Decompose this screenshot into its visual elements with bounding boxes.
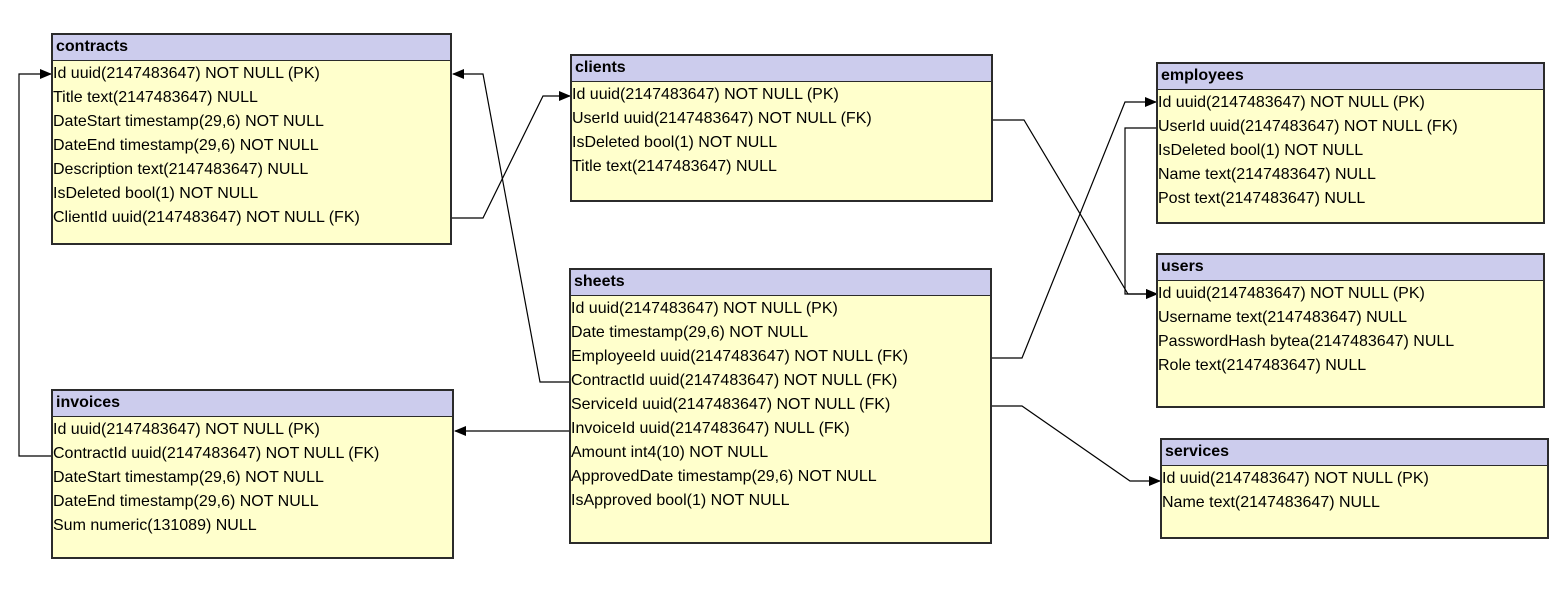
- table-columns-users: Id uuid(2147483647) NOT NULL (PK) Usernam…: [1158, 281, 1543, 378]
- column-row: Name text(2147483647) NULL: [1162, 494, 1380, 511]
- link-sheets-serviceid-to-services-id: [991, 405, 1161, 486]
- column-row: UserId uuid(2147483647) NOT NULL (FK): [1158, 118, 1458, 135]
- column-row: Title text(2147483647) NULL: [53, 89, 258, 106]
- table-contracts[interactable]: contracts Id uuid(2147483647) NOT NULL (…: [51, 33, 452, 245]
- column-row: PasswordHash bytea(2147483647) NULL: [1158, 333, 1455, 350]
- column-row: DateEnd timestamp(29,6) NOT NULL: [53, 137, 319, 154]
- column-row: Name text(2147483647) NULL: [1158, 166, 1376, 183]
- link-clients-userid-to-users-id: [993, 119, 1158, 299]
- column-row: ContractId uuid(2147483647) NOT NULL (FK…: [53, 445, 380, 462]
- table-title-employees: employees: [1158, 64, 1543, 90]
- column-row: Sum numeric(131089) NULL: [53, 517, 257, 534]
- column-row: DateStart timestamp(29,6) NOT NULL: [53, 113, 324, 130]
- column-row: ApprovedDate timestamp(29,6) NOT NULL: [571, 468, 877, 485]
- table-title-services: services: [1162, 440, 1547, 466]
- column-row: Username text(2147483647) NULL: [1158, 309, 1408, 326]
- column-row: UserId uuid(2147483647) NOT NULL (FK): [572, 110, 872, 127]
- table-title-sheets: sheets: [571, 270, 990, 296]
- column-row: DateStart timestamp(29,6) NOT NULL: [53, 469, 324, 486]
- column-row: Id uuid(2147483647) NOT NULL (PK): [572, 86, 839, 103]
- column-row: ServiceId uuid(2147483647) NOT NULL (FK): [571, 396, 891, 413]
- table-clients[interactable]: clients Id uuid(2147483647) NOT NULL (PK…: [570, 54, 993, 202]
- link-invoices-contractid-to-contracts-id: [18, 69, 52, 457]
- table-columns-invoices: Id uuid(2147483647) NOT NULL (PK) Contrac…: [53, 417, 452, 538]
- link-contracts-clientid-to-clients-id: [452, 91, 571, 219]
- link-employees-userid-to-users-id: [1124, 127, 1158, 299]
- column-row: Id uuid(2147483647) NOT NULL (PK): [571, 300, 838, 317]
- column-row: IsApproved bool(1) NOT NULL: [571, 492, 790, 509]
- table-title-users: users: [1158, 255, 1543, 281]
- table-columns-clients: Id uuid(2147483647) NOT NULL (PK) UserId …: [572, 82, 991, 179]
- column-row: IsDeleted bool(1) NOT NULL: [1158, 142, 1364, 159]
- table-users[interactable]: users Id uuid(2147483647) NOT NULL (PK) U…: [1156, 253, 1545, 408]
- column-row: Id uuid(2147483647) NOT NULL (PK): [53, 421, 320, 438]
- column-row: IsDeleted bool(1) NOT NULL: [53, 185, 259, 202]
- column-row: Title text(2147483647) NULL: [572, 158, 777, 175]
- column-row: Date timestamp(29,6) NOT NULL: [571, 324, 809, 341]
- table-invoices[interactable]: invoices Id uuid(2147483647) NOT NULL (P…: [51, 389, 454, 559]
- column-row: Amount int4(10) NOT NULL: [571, 444, 769, 461]
- column-row: Description text(2147483647) NULL: [53, 161, 309, 178]
- column-row: ContractId uuid(2147483647) NOT NULL (FK…: [571, 372, 898, 389]
- column-row: ClientId uuid(2147483647) NOT NULL (FK): [53, 209, 360, 226]
- column-row: Id uuid(2147483647) NOT NULL (PK): [1162, 470, 1429, 487]
- column-row: DateEnd timestamp(29,6) NOT NULL: [53, 493, 319, 510]
- table-columns-contracts: Id uuid(2147483647) NOT NULL (PK) Title t…: [53, 61, 450, 230]
- table-title-clients: clients: [572, 56, 991, 82]
- column-row: Id uuid(2147483647) NOT NULL (PK): [1158, 285, 1425, 302]
- table-columns-services: Id uuid(2147483647) NOT NULL (PK) Name te…: [1162, 466, 1547, 515]
- table-services[interactable]: services Id uuid(2147483647) NOT NULL (P…: [1160, 438, 1549, 539]
- column-row: Id uuid(2147483647) NOT NULL (PK): [53, 65, 320, 82]
- table-sheets[interactable]: sheets Id uuid(2147483647) NOT NULL (PK)…: [569, 268, 992, 544]
- column-row: Post text(2147483647) NULL: [1158, 190, 1366, 207]
- table-title-contracts: contracts: [53, 35, 450, 61]
- table-columns-sheets: Id uuid(2147483647) NOT NULL (PK) Date ti…: [571, 296, 990, 513]
- table-columns-employees: Id uuid(2147483647) NOT NULL (PK) UserId …: [1158, 90, 1543, 211]
- column-row: Role text(2147483647) NULL: [1158, 357, 1367, 374]
- table-employees[interactable]: employees Id uuid(2147483647) NOT NULL (…: [1156, 62, 1545, 224]
- link-sheets-contractid-to-contracts-id: [452, 69, 569, 383]
- link-sheets-employeeid-to-employees-id: [991, 97, 1157, 359]
- table-title-invoices: invoices: [53, 391, 452, 417]
- column-row: Id uuid(2147483647) NOT NULL (PK): [1158, 94, 1425, 111]
- column-row: EmployeeId uuid(2147483647) NOT NULL (FK…: [571, 348, 909, 365]
- column-row: IsDeleted bool(1) NOT NULL: [572, 134, 778, 151]
- column-row: InvoiceId uuid(2147483647) NULL (FK): [571, 420, 850, 437]
